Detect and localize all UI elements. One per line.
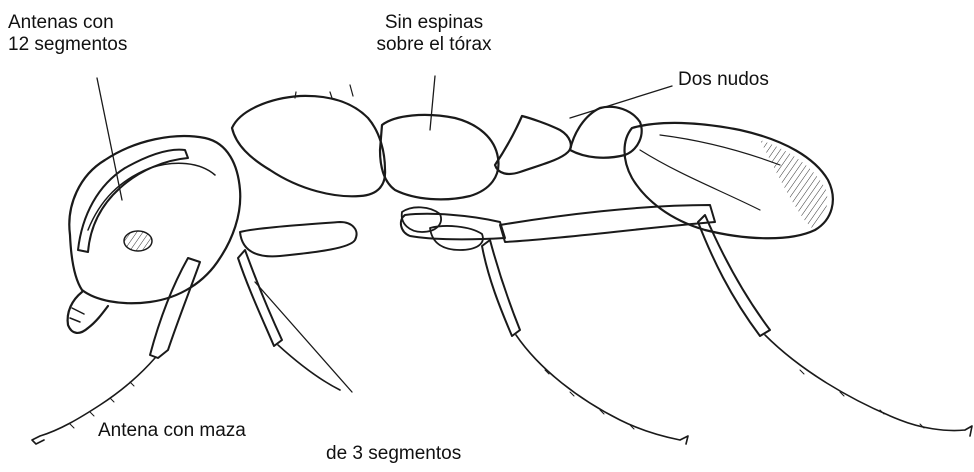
leader-antennae-segments	[97, 78, 122, 200]
compound-eye	[124, 231, 152, 251]
ant-gaster	[625, 123, 833, 238]
label-no-spines: Sin espinas sobre el tórax	[370, 12, 498, 56]
label-two-nodes: Dos nudos	[678, 69, 769, 91]
label-three-segments: de 3 segmentos	[326, 443, 461, 465]
label-antennae-segments-line1: Antenas con	[8, 12, 127, 34]
petiole-nodes	[495, 107, 642, 174]
label-no-spines-line1: Sin espinas	[370, 12, 498, 34]
ant-thorax	[232, 85, 498, 199]
label-no-spines-line2: sobre el tórax	[370, 34, 498, 56]
leader-no-spines	[430, 76, 435, 130]
leader-two-nodes	[570, 86, 672, 118]
label-antennae-segments: Antenas con 12 segmentos	[8, 12, 127, 56]
label-club-antenna: Antena con maza	[98, 420, 246, 442]
label-antennae-segments-line2: 12 segmentos	[8, 34, 127, 56]
ant-legs	[32, 205, 972, 444]
